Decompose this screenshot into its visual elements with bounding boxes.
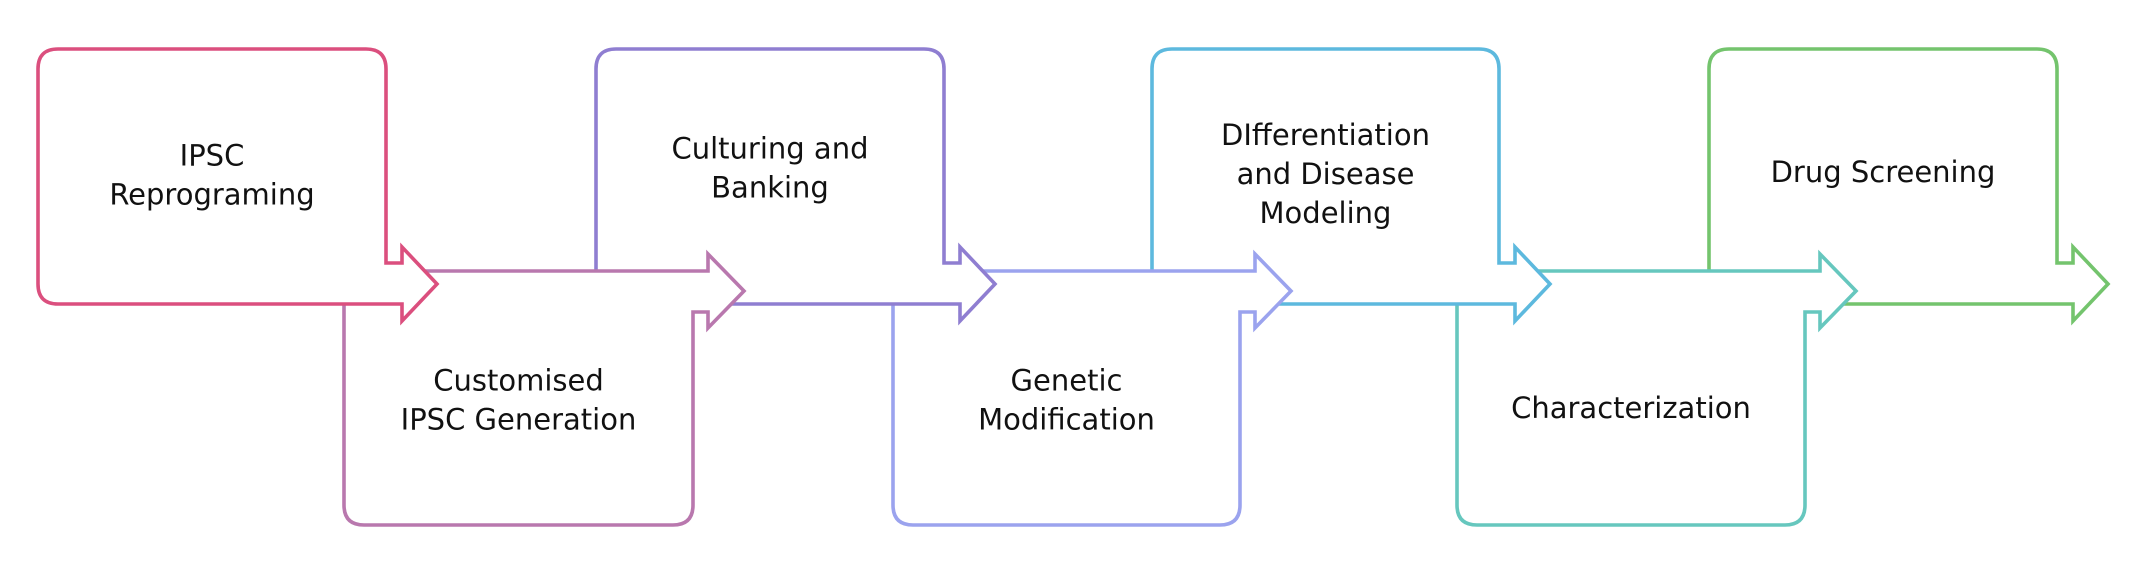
step-label-line: Characterization xyxy=(1511,391,1751,425)
step-label-line: Customised xyxy=(433,364,604,398)
step-label-line: IPSC xyxy=(180,139,245,173)
step-label-line: DIfferentiation xyxy=(1221,118,1430,152)
step-label-line: Banking xyxy=(711,171,829,205)
step-arrow-box xyxy=(36,47,440,326)
step-label: Drug Screening xyxy=(1771,155,1996,189)
step-label-line: Genetic xyxy=(1011,364,1123,398)
process-step-6: Characterization xyxy=(1455,249,1859,527)
step-label: IPSC Reprograming xyxy=(109,139,314,212)
step-label-line: Modification xyxy=(978,403,1155,437)
step-label-line: IPSC Generation xyxy=(401,403,637,437)
step-label-line: Drug Screening xyxy=(1771,155,1996,189)
step-label: Characterization xyxy=(1511,391,1751,425)
step-arrow-box xyxy=(342,249,747,527)
step-label-line: Modeling xyxy=(1260,196,1392,230)
step-label-line: Reprograming xyxy=(109,178,314,212)
step-label-line: and Disease xyxy=(1237,157,1415,191)
step-label-line: Culturing and xyxy=(672,132,869,166)
process-step-1: IPSC Reprograming xyxy=(36,47,440,326)
step-arrow-box xyxy=(1455,249,1859,527)
step-arrow-box xyxy=(891,249,1294,527)
